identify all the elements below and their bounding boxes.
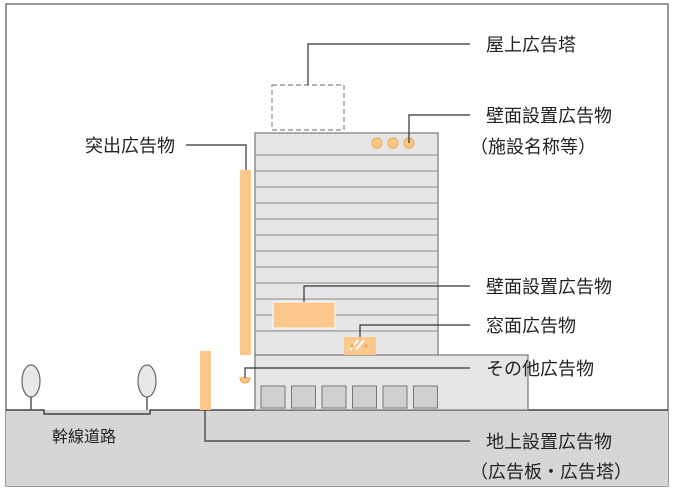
road-label: 幹線道路 bbox=[52, 427, 116, 446]
ground-floor-window bbox=[382, 385, 408, 409]
other-sign bbox=[239, 377, 251, 384]
ground-floor-window bbox=[413, 385, 438, 409]
ground-floor-window bbox=[291, 385, 316, 409]
leader-wall-top bbox=[408, 114, 470, 143]
label-window: 窓面広告物 bbox=[486, 316, 576, 337]
road-surface bbox=[6, 409, 668, 415]
wall-sign bbox=[272, 301, 336, 329]
label-ground-1: 地上設置広告物 bbox=[486, 432, 612, 453]
ground-floor-window bbox=[260, 385, 286, 409]
leader-wall-mid bbox=[303, 285, 470, 302]
label-wall-top-1: 壁面設置広告物 bbox=[486, 106, 612, 127]
facility-name-sign bbox=[371, 137, 415, 149]
leader-rooftop bbox=[307, 43, 470, 85]
low-building bbox=[254, 354, 529, 411]
ground-floor-window bbox=[321, 385, 347, 409]
leader-window bbox=[359, 324, 470, 337]
label-wall-mid: 壁面設置広告物 bbox=[486, 277, 612, 298]
tree-left bbox=[21, 364, 41, 410]
label-ground-2: （広告板・広告塔） bbox=[470, 462, 632, 483]
window-sign bbox=[344, 337, 376, 355]
leader-projecting bbox=[186, 144, 247, 170]
projecting-sign bbox=[240, 170, 251, 355]
ground bbox=[6, 410, 668, 486]
leader-other bbox=[244, 367, 470, 378]
label-projecting: 突出広告物 bbox=[85, 136, 175, 157]
ground-sign bbox=[200, 351, 211, 410]
label-rooftop: 屋上広告塔 bbox=[486, 35, 576, 56]
rooftop-sign bbox=[271, 84, 345, 131]
ground-floor-window bbox=[352, 385, 377, 409]
leader-ground bbox=[204, 410, 470, 442]
tree-right bbox=[137, 364, 157, 410]
label-other: その他広告物 bbox=[486, 359, 594, 380]
label-wall-top-2: （施設名称等） bbox=[470, 137, 596, 158]
